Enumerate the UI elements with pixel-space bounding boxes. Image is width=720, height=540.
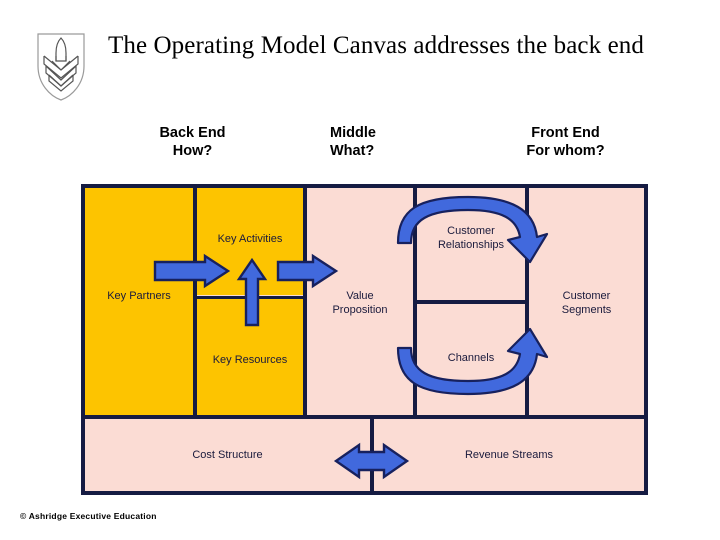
cell-label-customer-segments: Customer Segments <box>561 290 612 316</box>
grid-divider-v2 <box>303 188 307 415</box>
cell-value-proposition[interactable]: Value Proposition <box>307 188 413 415</box>
slide-header: The Operating Model Canvas addresses the… <box>0 0 720 118</box>
grid-divider-h-row <box>85 415 644 419</box>
cell-label-key-resources: Key Resources <box>212 354 288 366</box>
cell-label-channels: Channels <box>447 352 495 364</box>
column-caption-back-end: Back End How? <box>159 125 226 159</box>
cell-label-key-partners: Key Partners <box>107 290 171 302</box>
page-title: The Operating Model Canvas addresses the… <box>108 32 644 59</box>
operating-model-canvas: Key Partners Key Activities Key Resource… <box>81 184 648 495</box>
grid-divider-h-relationships-channels <box>417 300 525 304</box>
column-caption-front-end: Front End For whom? <box>526 125 605 159</box>
grid-divider-v3 <box>413 188 417 415</box>
cell-customer-relationships[interactable]: Customer Relationships <box>417 188 525 300</box>
column-caption-middle: Middle What? <box>330 125 376 159</box>
cell-key-resources[interactable]: Key Resources <box>197 299 303 415</box>
cell-label-revenue-streams: Revenue Streams <box>464 449 554 461</box>
grid-divider-h-activities-resources <box>197 296 303 299</box>
grid-divider-v1 <box>193 188 197 415</box>
cell-label-cost-structure: Cost Structure <box>192 449 263 461</box>
cell-label-key-activities: Key Activities <box>217 233 283 245</box>
cell-label-value-proposition: Value Proposition <box>332 290 388 316</box>
cell-key-partners[interactable]: Key Partners <box>85 188 193 415</box>
cell-label-customer-relationships: Customer Relationships <box>437 225 505 251</box>
cell-key-activities[interactable]: Key Activities <box>197 188 303 295</box>
cell-cost-structure[interactable]: Cost Structure <box>85 419 370 491</box>
footer-credit: © Ashridge Executive Education <box>20 511 157 521</box>
cell-customer-segments[interactable]: Customer Segments <box>529 188 644 415</box>
grid-divider-v-bottom <box>370 419 374 491</box>
cell-channels[interactable]: Channels <box>417 304 525 415</box>
ashridge-shield-crest-icon <box>37 33 85 101</box>
cell-revenue-streams[interactable]: Revenue Streams <box>374 419 644 491</box>
grid-divider-v4 <box>525 188 529 415</box>
